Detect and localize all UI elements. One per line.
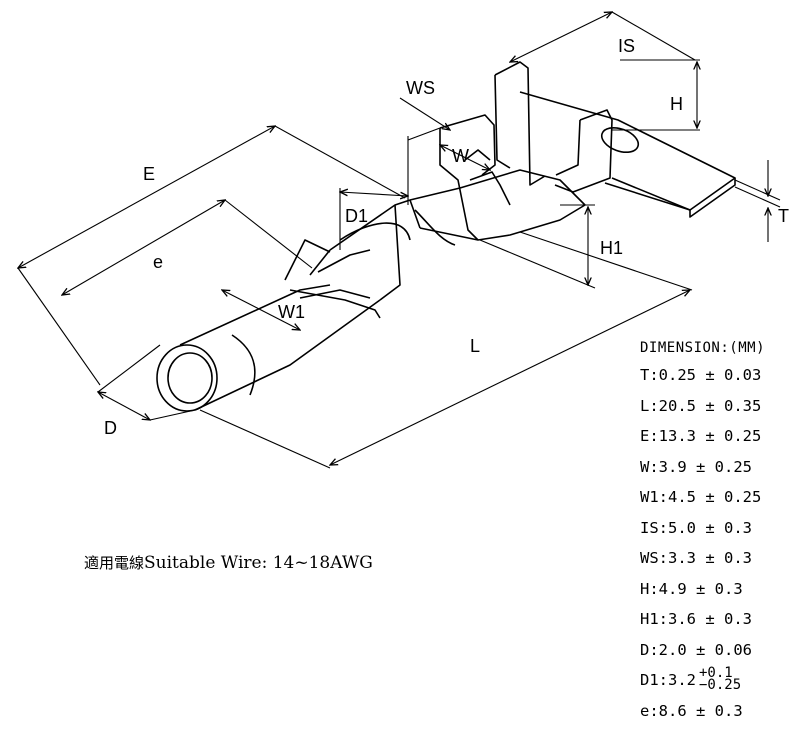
dimension-value: 20.5 ± 0.35 bbox=[658, 396, 762, 415]
dimension-label: H1: bbox=[640, 610, 668, 628]
dimension-value: 4.5 ± 0.25 bbox=[668, 488, 762, 506]
tolerance-minus: −0.25 bbox=[699, 677, 742, 693]
label-IS: IS bbox=[618, 36, 635, 56]
dimension-row: T:0.25 ± 0.03 bbox=[640, 366, 798, 397]
tolerance-plus: +0.1 bbox=[699, 665, 733, 681]
wire-spec-english: Suitable Wire: 14~18AWG bbox=[144, 553, 373, 573]
dimension-value: 0.25 ± 0.03 bbox=[658, 366, 762, 384]
dimension-value: 3.2 bbox=[668, 671, 696, 689]
dimension-lines bbox=[18, 12, 781, 469]
dimension-label: IS: bbox=[640, 518, 668, 537]
label-e: e bbox=[153, 252, 163, 272]
dimension-label: L: bbox=[640, 396, 659, 415]
dimension-row: e:8.6 ± 0.3 bbox=[640, 702, 798, 733]
wire-spec: 適用電線Suitable Wire: 14~18AWG bbox=[84, 552, 373, 573]
dimension-row: D1:3.2+0.1−0.25 bbox=[640, 666, 798, 702]
dimension-row: D:2.0 ± 0.06 bbox=[640, 641, 798, 672]
dimension-value: 2.0 ± 0.06 bbox=[658, 640, 752, 659]
dimension-row: E:13.3 ± 0.25 bbox=[640, 427, 798, 458]
dimension-row: H1:3.6 ± 0.3 bbox=[640, 610, 798, 641]
dimension-row: W:3.9 ± 0.25 bbox=[640, 458, 798, 489]
label-D: D bbox=[104, 418, 117, 438]
label-WS: WS bbox=[406, 78, 435, 98]
label-T: T bbox=[778, 206, 789, 226]
dimension-value: 3.3 ± 0.3 bbox=[668, 549, 752, 567]
dimension-row: IS:5.0 ± 0.3 bbox=[640, 519, 798, 550]
dimension-label: T: bbox=[640, 366, 659, 384]
label-L: L bbox=[470, 336, 480, 356]
dimension-label: D: bbox=[640, 640, 659, 659]
dimension-row: W1:4.5 ± 0.25 bbox=[640, 488, 798, 519]
label-D1: D1 bbox=[345, 206, 368, 226]
label-W: W bbox=[452, 146, 469, 166]
dimension-value: 8.6 ± 0.3 bbox=[658, 701, 743, 720]
dimension-label: WS: bbox=[640, 549, 668, 567]
label-E: E bbox=[143, 164, 155, 184]
dimension-value: 4.9 ± 0.3 bbox=[658, 579, 743, 598]
dimension-tolerance: +0.1−0.25 bbox=[699, 665, 742, 693]
dimension-value: 13.3 ± 0.25 bbox=[658, 427, 762, 445]
dimension-row: L:20.5 ± 0.35 bbox=[640, 397, 798, 428]
dimension-label: H: bbox=[640, 579, 659, 598]
dimension-row: H:4.9 ± 0.3 bbox=[640, 580, 798, 611]
label-H1: H1 bbox=[600, 238, 623, 258]
dimension-label: E: bbox=[640, 427, 659, 445]
dimension-label: D1: bbox=[640, 671, 668, 689]
dimension-value: 3.6 ± 0.3 bbox=[668, 610, 752, 628]
dimension-value: 5.0 ± 0.3 bbox=[668, 518, 752, 537]
label-H: H bbox=[670, 94, 683, 114]
label-W1: W1 bbox=[278, 302, 305, 322]
dimension-label: e: bbox=[640, 701, 659, 720]
dimension-label: W1: bbox=[640, 488, 668, 506]
dimension-row: WS:3.3 ± 0.3 bbox=[640, 549, 798, 580]
dimension-title: DIMENSION:(MM) bbox=[640, 340, 766, 356]
dimension-value: 3.9 ± 0.25 bbox=[658, 457, 752, 476]
wire-spec-chinese: 適用電線 bbox=[84, 554, 145, 572]
dimension-label: W: bbox=[640, 457, 659, 476]
